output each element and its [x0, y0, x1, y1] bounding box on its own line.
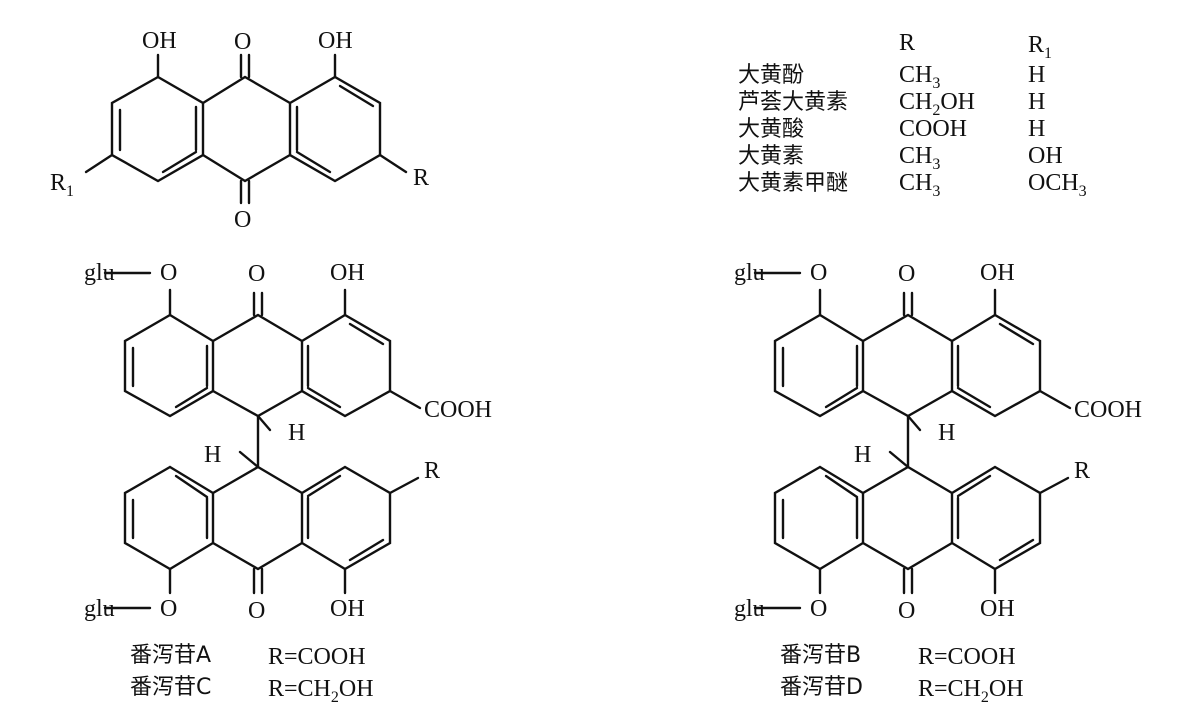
- r-substituent-label: R: [424, 458, 440, 484]
- caption1-name: 番泻苷B: [780, 643, 861, 668]
- r1-value: OH: [1028, 143, 1063, 169]
- oh-bottom-label: OH: [330, 596, 365, 622]
- r1-value: OCH3: [1028, 170, 1087, 200]
- r-value: CH3: [899, 62, 940, 92]
- table-row: 大黄素 CH3 OH: [738, 143, 1063, 173]
- table-header-r: R: [899, 30, 915, 56]
- oh-bottom-label: OH: [980, 596, 1015, 622]
- r-value: CH3: [899, 143, 940, 173]
- compound-name: 大黄酚: [738, 63, 804, 88]
- caption2-formula: R=CH2OH: [918, 676, 1024, 706]
- r1-value: H: [1028, 116, 1045, 142]
- table-row: 大黄酚 CH3 H: [738, 62, 1045, 92]
- glu-bottom-label: glu: [84, 596, 115, 622]
- caption1-name: 番泻苷A: [130, 643, 211, 668]
- r-substituent-label: R: [1074, 458, 1090, 484]
- hydrogen-label-upper: H: [938, 420, 955, 446]
- r1-value: H: [1028, 89, 1045, 115]
- hydrogen-label-lower: H: [204, 442, 221, 468]
- oh-top-label: OH: [980, 260, 1015, 286]
- r-value: CH3: [899, 170, 940, 200]
- anthraquinone-structure: OH O OH R1 R O: [50, 28, 429, 233]
- oh-top-label: OH: [330, 260, 365, 286]
- glycoside-oxygen-top: O: [160, 260, 177, 286]
- caption2-formula: R=CH2OH: [268, 676, 374, 706]
- compound-name: 芦荟大黄素: [738, 90, 848, 115]
- compound-name: 大黄素甲醚: [738, 171, 848, 196]
- caption1-formula: R=COOH: [268, 644, 366, 670]
- table-row: 大黄酸 COOH H: [738, 116, 1045, 142]
- glycoside-oxygen-bottom: O: [810, 596, 827, 622]
- table-row: 芦荟大黄素 CH2OH H: [738, 89, 1045, 119]
- hydrogen-label-upper: H: [288, 420, 305, 446]
- compound-name: 大黄素: [738, 144, 804, 169]
- carbonyl-top-label: O: [234, 29, 251, 55]
- glycoside-oxygen-bottom: O: [160, 596, 177, 622]
- glycoside-oxygen-top: O: [810, 260, 827, 286]
- hydrogen-label-lower: H: [854, 442, 871, 468]
- caption1-formula: R=COOH: [918, 644, 1016, 670]
- glu-bottom-label: glu: [734, 596, 765, 622]
- carbonyl-bottom-label: O: [898, 598, 915, 624]
- r1-value: H: [1028, 62, 1045, 88]
- r-substituent-label: R: [413, 165, 429, 191]
- caption2-name: 番泻苷D: [780, 675, 863, 700]
- compound-name: 大黄酸: [738, 117, 804, 142]
- carbonyl-top-label: O: [248, 261, 265, 287]
- carbonyl-bottom-label: O: [248, 598, 265, 624]
- r-value: CH2OH: [899, 89, 975, 119]
- oh-right-label: OH: [318, 28, 353, 54]
- table-row: 大黄素甲醚 CH3 OCH3: [738, 170, 1087, 200]
- cooh-label: COOH: [424, 397, 492, 423]
- cooh-label: COOH: [1074, 397, 1142, 423]
- glu-top-label: glu: [84, 260, 115, 286]
- glu-top-label: glu: [734, 260, 765, 286]
- carbonyl-bottom-label: O: [234, 207, 251, 233]
- table-header-r1: R1: [1028, 32, 1052, 62]
- oh-left-label: OH: [142, 28, 177, 54]
- caption2-name: 番泻苷C: [130, 675, 211, 700]
- r-value: COOH: [899, 116, 967, 142]
- carbonyl-top-label: O: [898, 261, 915, 287]
- r1-substituent-label: R1: [50, 170, 74, 200]
